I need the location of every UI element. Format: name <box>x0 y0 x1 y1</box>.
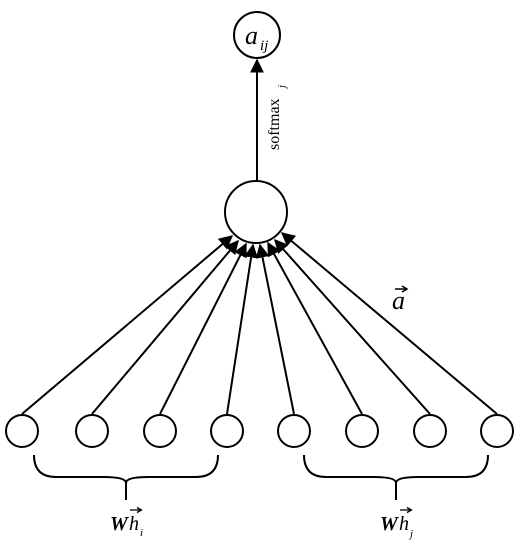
input-arrows <box>21 232 498 415</box>
softmax-label: softmax <box>266 98 283 150</box>
right-label-subscript: j <box>408 528 413 540</box>
output-node <box>233 11 281 59</box>
input-nodes <box>5 414 514 448</box>
attention-vector-label: a <box>392 285 409 315</box>
input-arrow-3 <box>159 242 247 415</box>
input-node-6 <box>345 414 379 448</box>
aggregation-node <box>224 180 288 244</box>
input-node-1 <box>5 414 39 448</box>
left-label-w: W <box>110 513 129 535</box>
right-label-w: W <box>380 513 399 535</box>
left-group-bracket <box>33 454 219 500</box>
input-arrow-7 <box>274 238 431 415</box>
input-arrow-6 <box>267 241 363 415</box>
input-arrow-4 <box>226 243 259 415</box>
left-label-h: h <box>129 513 139 535</box>
vector-accent-head <box>401 285 409 293</box>
input-node-2 <box>75 414 109 448</box>
input-node-3 <box>143 414 177 448</box>
input-node-5 <box>277 414 311 448</box>
left-label-subscript: i <box>140 527 143 539</box>
input-node-8 <box>480 414 514 448</box>
right-vector-accent-head <box>406 506 413 514</box>
right-label-h: h <box>399 513 409 535</box>
attention-vector-symbol: a <box>392 286 405 315</box>
input-arrow-2 <box>91 239 239 415</box>
input-arrow-8 <box>280 232 498 415</box>
input-node-7 <box>413 414 447 448</box>
right-group-label: W h j <box>380 506 413 540</box>
left-group-label: W h i <box>110 506 143 539</box>
input-arrow-1 <box>21 235 234 415</box>
input-node-4 <box>210 414 244 448</box>
softmax-label-group: softmax j <box>266 85 288 150</box>
output-node-symbol: a <box>245 21 258 50</box>
right-group-bracket <box>303 454 489 500</box>
softmax-subscript: j <box>276 85 288 90</box>
input-arrow-5 <box>255 243 295 415</box>
left-vector-accent-head <box>136 506 143 514</box>
output-node-subscript: ij <box>260 38 268 54</box>
